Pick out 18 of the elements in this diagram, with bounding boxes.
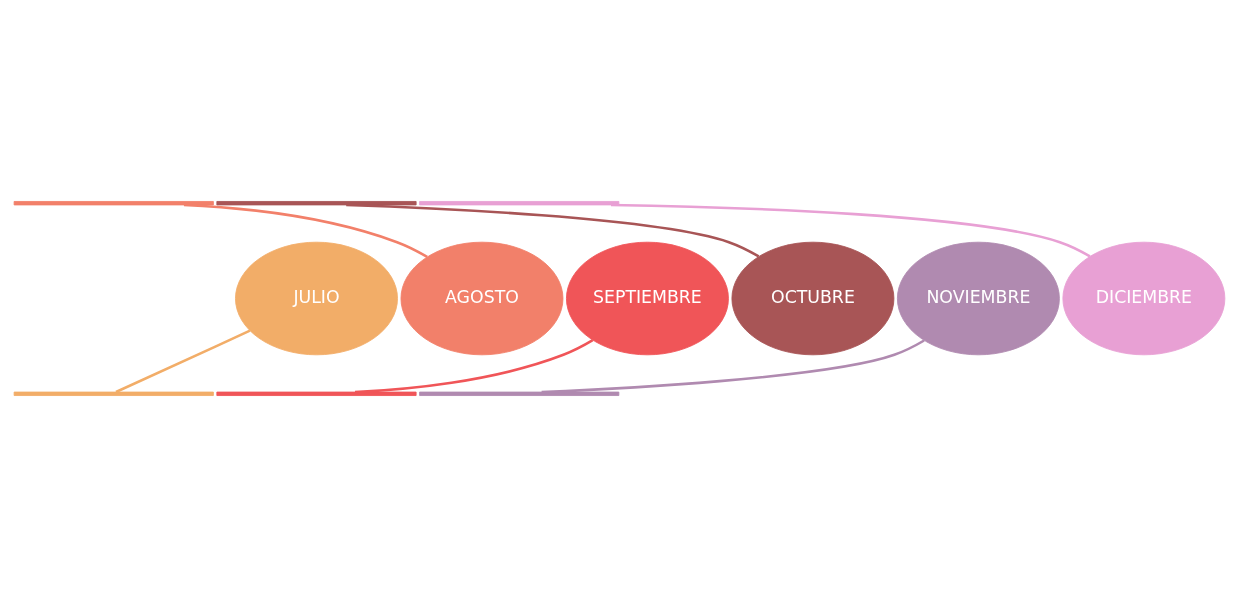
node-ellipse: JULIO bbox=[235, 241, 398, 355]
node-ellipse: SEPTIEMBRE bbox=[566, 241, 729, 355]
node-bar bbox=[13, 200, 214, 205]
node-ellipse: DICIEMBRE bbox=[1062, 241, 1226, 355]
node-bar bbox=[216, 200, 417, 205]
connector bbox=[611, 203, 1091, 257]
connector bbox=[346, 203, 760, 258]
connector bbox=[183, 203, 428, 258]
node-bar bbox=[419, 200, 620, 205]
node-bar bbox=[216, 391, 417, 396]
node-ellipse: OCTUBRE bbox=[731, 241, 895, 355]
connector bbox=[115, 328, 251, 393]
connector bbox=[354, 338, 594, 393]
node-ellipse: NOVIEMBRE bbox=[896, 241, 1060, 355]
node-bar bbox=[419, 391, 620, 396]
node-ellipse: AGOSTO bbox=[400, 241, 564, 355]
node-bar bbox=[13, 391, 214, 396]
connector bbox=[541, 338, 925, 393]
